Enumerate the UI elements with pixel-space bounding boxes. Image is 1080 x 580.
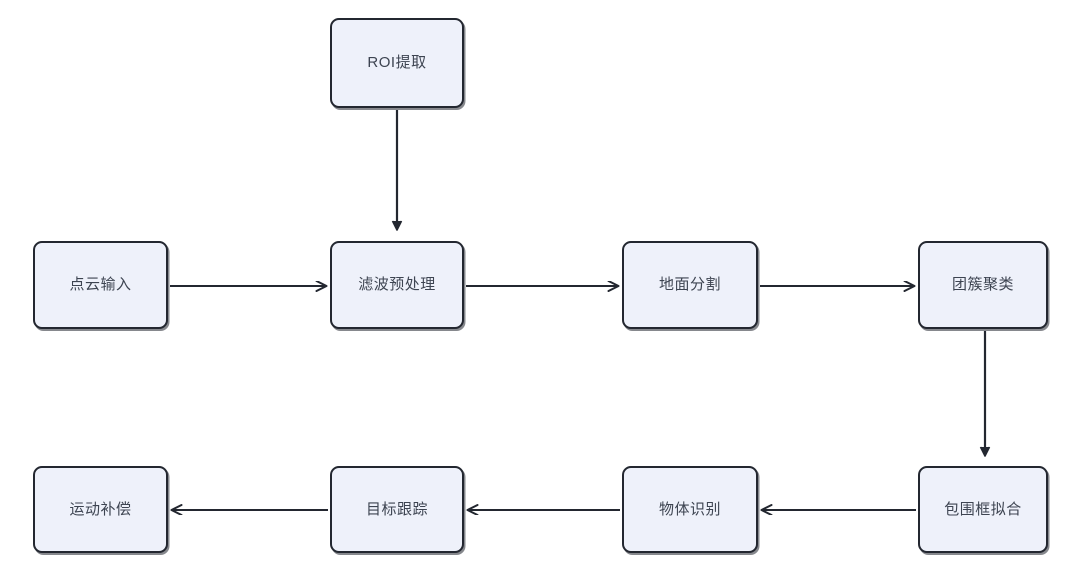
node-cluster-clustering[interactable]: 团簇聚类 xyxy=(918,241,1048,329)
node-label: 运动补偿 xyxy=(69,500,132,518)
node-point-cloud-input[interactable]: 点云输入 xyxy=(33,241,168,329)
node-label: 滤波预处理 xyxy=(358,276,436,293)
node-label: ROI提取 xyxy=(367,54,427,71)
node-target-tracking[interactable]: 目标跟踪 xyxy=(330,466,464,553)
node-object-recognition[interactable]: 物体识别 xyxy=(622,466,758,553)
node-ground-segmentation[interactable]: 地面分割 xyxy=(622,241,758,329)
node-motion-compensation[interactable]: 运动补偿 xyxy=(33,466,168,553)
node-filter-preprocessing[interactable]: 滤波预处理 xyxy=(330,241,464,329)
node-label: 点云输入 xyxy=(69,276,132,293)
node-label: 物体识别 xyxy=(658,500,721,518)
node-label: 团簇聚类 xyxy=(951,276,1014,293)
node-bounding-box-fitting[interactable]: 包围框拟合 xyxy=(918,466,1048,553)
node-roi-extraction[interactable]: ROI提取 xyxy=(330,18,464,108)
node-label: 目标跟踪 xyxy=(365,500,428,518)
node-label: 地面分割 xyxy=(658,276,721,293)
node-label: 包围框拟合 xyxy=(944,500,1022,518)
